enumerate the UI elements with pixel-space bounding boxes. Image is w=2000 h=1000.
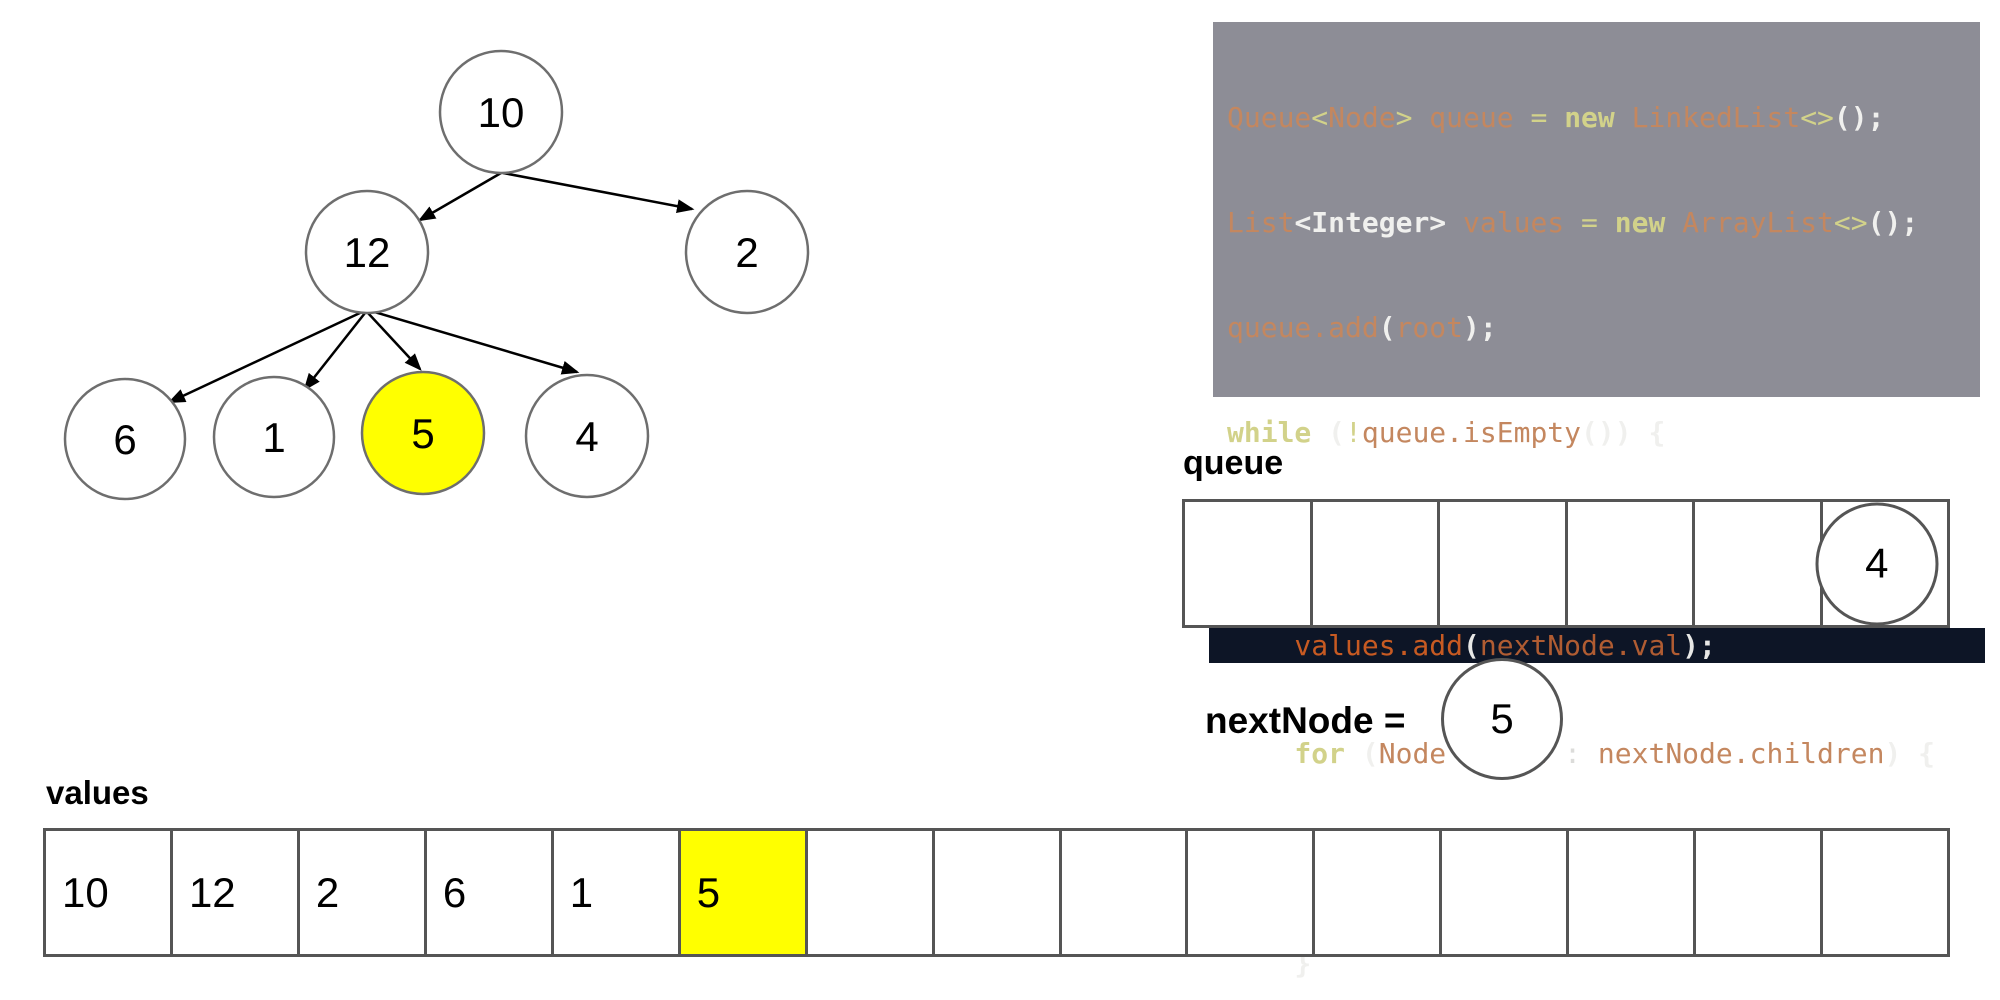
tree-edges <box>167 171 695 404</box>
tree-node-1 <box>212 375 336 499</box>
tree-node-label: 6 <box>113 416 136 463</box>
tree-edge <box>167 310 363 404</box>
values-cell <box>1566 831 1693 954</box>
tree-edge <box>502 171 695 214</box>
values-cell: 1 <box>550 831 678 954</box>
tree-node-10 <box>438 49 564 175</box>
tree-nodes <box>63 49 810 501</box>
values-array: 10 12 2 6 1 5 <box>43 828 1950 957</box>
code-line-4: while (!queue.isEmpty()) { <box>1227 416 1666 449</box>
code-snippet: Queue<Node> queue = new LinkedList<>(); … <box>1209 22 1985 980</box>
values-cell <box>1185 831 1312 954</box>
tree-edge <box>417 171 502 222</box>
queue-label: queue <box>1183 444 1284 482</box>
values-cell: 6 <box>423 831 551 954</box>
values-cell: 2 <box>296 831 424 954</box>
values-cell <box>931 831 1059 954</box>
values-cell <box>804 831 932 954</box>
tree-node-4 <box>524 373 650 499</box>
values-cell: 12 <box>169 831 297 954</box>
queue-cell: 4 <box>1815 502 1948 625</box>
tree-diagram: 10 12 2 6 1 5 4 <box>63 49 810 501</box>
queue-cell <box>1564 502 1693 625</box>
queue-node-value: 4 <box>1865 539 1889 587</box>
values-cell <box>1439 831 1566 954</box>
tree-edge <box>370 309 580 375</box>
values-label: values <box>46 774 149 811</box>
tree-node-labels: 10 12 2 6 1 5 4 <box>113 89 758 463</box>
queue-array: 4 <box>1182 499 1950 628</box>
tree-node-label: 10 <box>478 89 525 136</box>
code-line-3: queue.add(root); <box>1227 311 1497 344</box>
tree-node-label: 12 <box>344 229 391 276</box>
values-cell <box>1058 831 1186 954</box>
values-cell <box>1693 831 1820 954</box>
tree-node-label: 4 <box>575 413 598 460</box>
queue-cell <box>1437 502 1565 625</box>
values-cell <box>1312 831 1439 954</box>
queue-cell <box>1309 502 1438 625</box>
tree-edge <box>303 312 366 391</box>
nextnode-label: nextNode = <box>1205 700 1406 741</box>
code-line-1: Queue<Node> queue = new LinkedList<>(); <box>1227 101 1885 134</box>
queue-node-circle: 4 <box>1815 502 1939 625</box>
values-cell: 10 <box>62 868 109 916</box>
values-cell <box>1820 831 1947 954</box>
tree-node-label: 5 <box>411 410 434 457</box>
queue-cell <box>1692 502 1820 625</box>
tree-edge <box>367 312 422 371</box>
nextnode-value: 5 <box>1490 695 1514 742</box>
tree-node-label: 1 <box>262 414 285 461</box>
tree-node-2 <box>684 189 810 315</box>
code-line-6-highlighted: values.add(nextNode.val); <box>1209 625 1985 666</box>
values-cell-highlighted: 5 <box>677 831 805 954</box>
tree-node-6 <box>63 377 187 501</box>
tree-node-5-highlighted <box>360 370 486 496</box>
nextnode-circle: 5 <box>1441 658 1563 780</box>
queue-cell <box>1185 502 1310 625</box>
tree-node-12 <box>304 189 430 315</box>
code-line-2: List<Integer> values = new ArrayList<>()… <box>1227 206 1919 239</box>
tree-node-label: 2 <box>735 229 758 276</box>
